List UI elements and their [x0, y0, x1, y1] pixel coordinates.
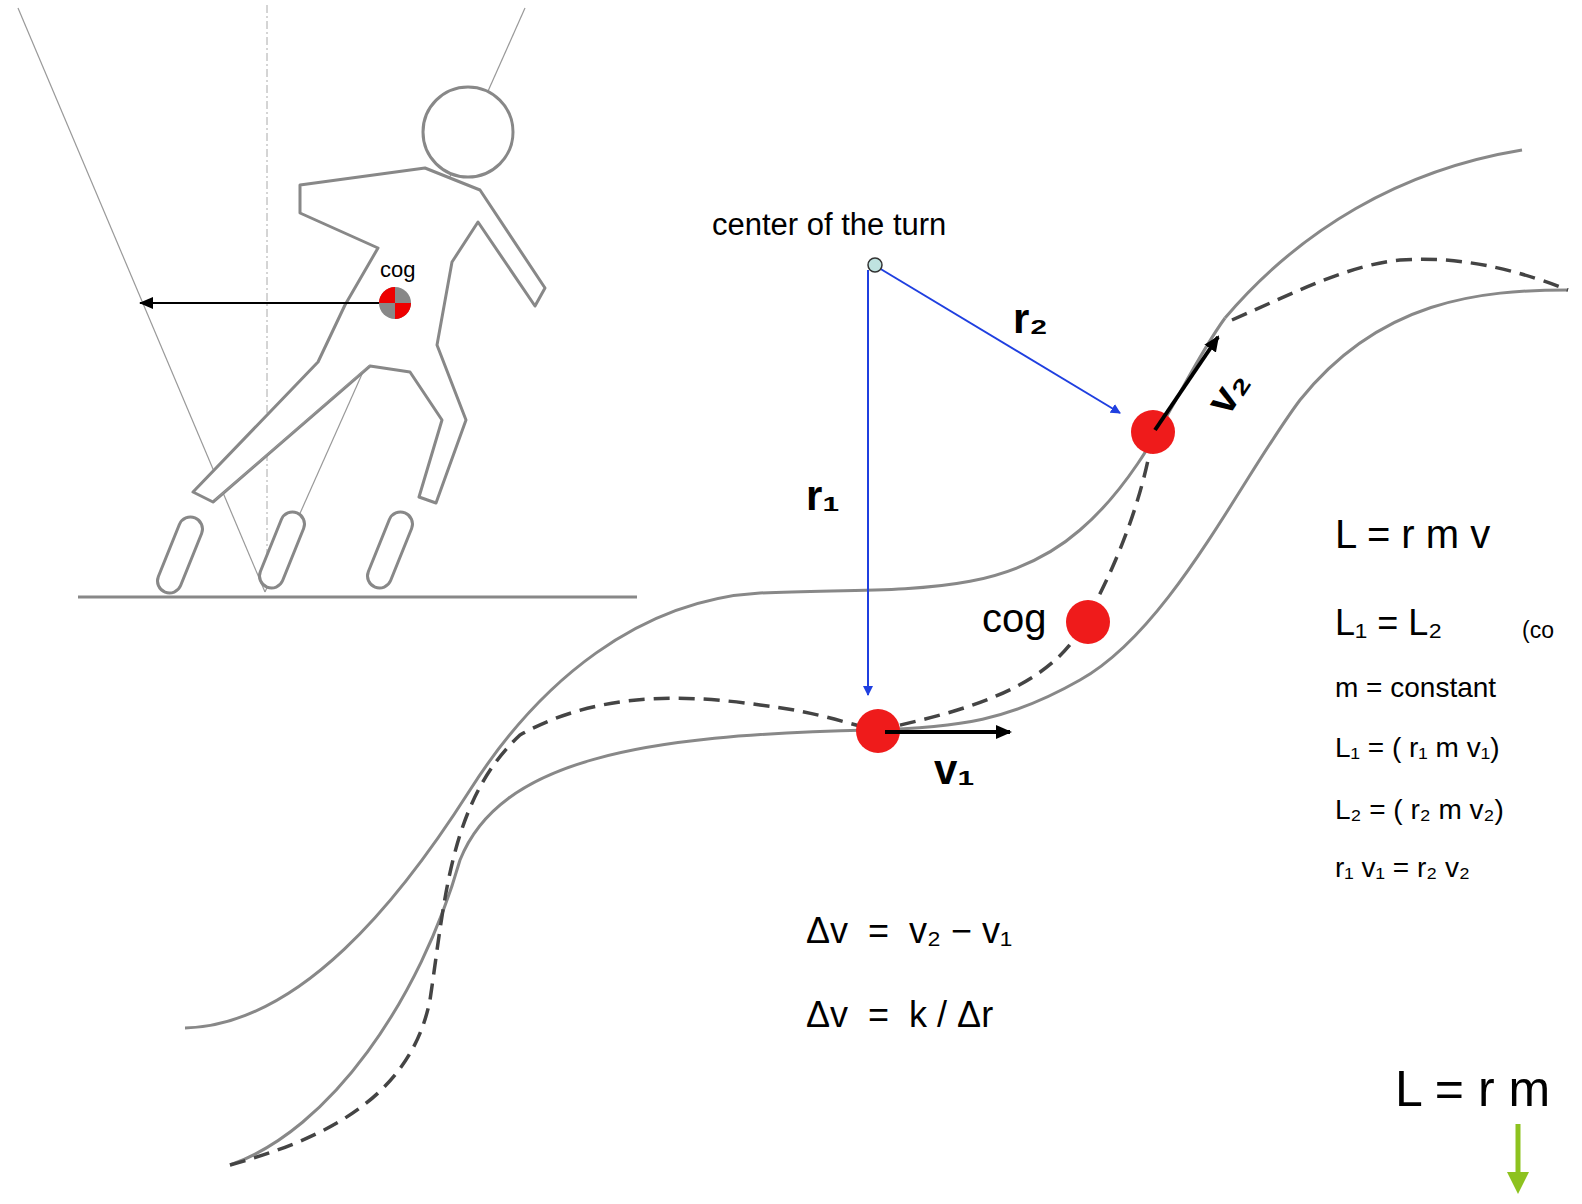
center-label: center of the turn — [712, 208, 946, 242]
formula: L = r m — [1395, 1062, 1550, 1117]
formula: r₁ v₁ = r₂ v₂ — [1335, 853, 1470, 884]
formula: Δv = v₂ − v₁ — [806, 911, 1012, 951]
cog-label: cog — [982, 596, 1047, 640]
radius-label: r₁ — [806, 473, 840, 519]
formula-note: (co — [1522, 618, 1554, 643]
velocity-label: v₂ — [1197, 362, 1259, 422]
formula: L = r m v — [1335, 512, 1490, 556]
skating-track — [185, 150, 1568, 1165]
formula: m = constant — [1335, 673, 1496, 704]
velocity-vectors — [885, 337, 1218, 732]
cog-dots — [856, 410, 1175, 753]
formula: Δv = k / Δr — [806, 995, 993, 1035]
radius-vectors — [868, 258, 1120, 695]
pointer-arrowhead — [1507, 1172, 1529, 1194]
cog-trajectory — [230, 259, 1568, 1165]
skater-figure — [18, 5, 637, 597]
radius-label: r₂ — [1013, 296, 1048, 342]
formula: L₁ = ( r₁ m v₁) — [1335, 733, 1499, 764]
velocity-label: v₁ — [934, 747, 975, 793]
formula: L₁ = L₂ — [1335, 603, 1442, 643]
figure-label: cog — [380, 258, 415, 282]
formula: L₂ = ( r₂ m v₂) — [1335, 795, 1504, 826]
